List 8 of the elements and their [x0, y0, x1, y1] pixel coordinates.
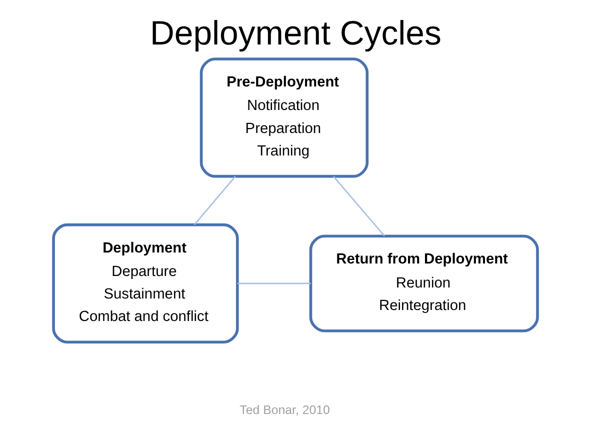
node-box: Pre-Deployment Notification Preparation Training	[199, 58, 368, 178]
caption: Ted Bonar, 2010	[239, 403, 330, 418]
connector	[236, 282, 310, 284]
diagram-title: Deployment Cycles	[149, 14, 441, 52]
connector	[193, 176, 236, 226]
node-box: Deployment Departure Sustainment Combat and conflict	[52, 223, 238, 344]
connector	[332, 176, 384, 236]
node-box: Return from Deployment Reunion Reintegration	[308, 234, 538, 332]
